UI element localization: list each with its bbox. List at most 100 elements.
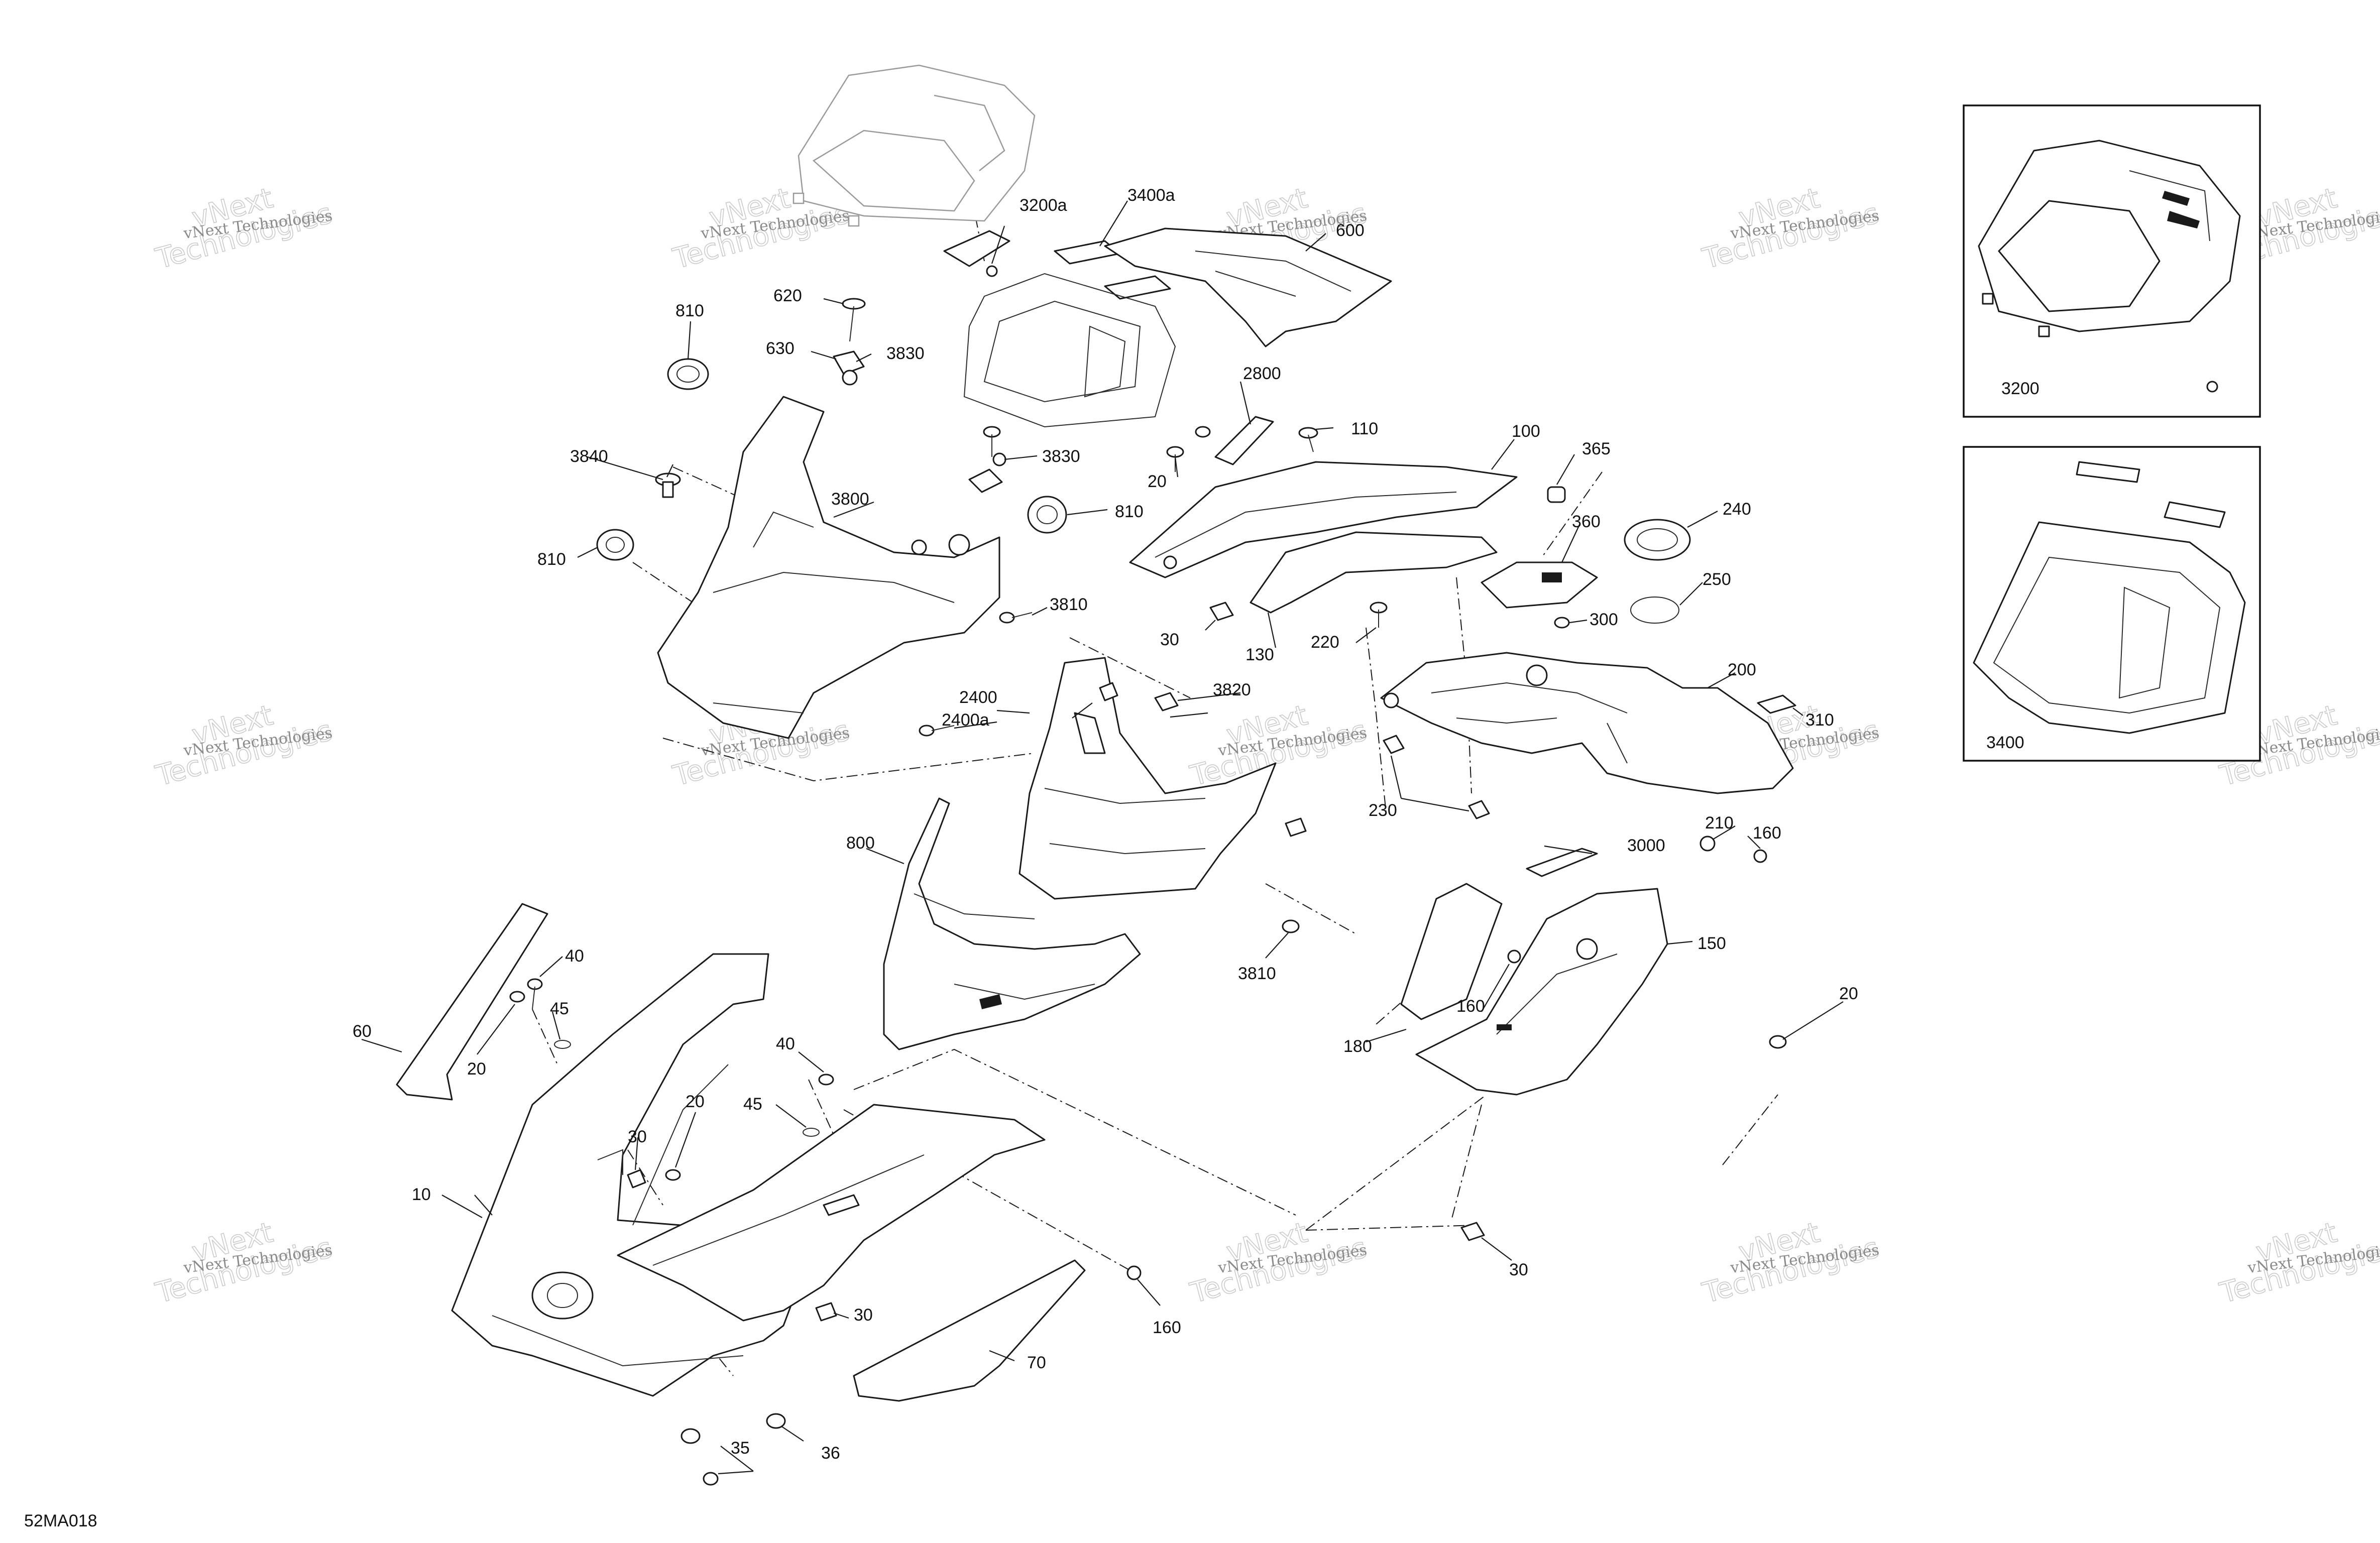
part-100-panel xyxy=(1129,461,1518,578)
callout-3800: 3800 xyxy=(831,490,869,509)
part-10-nose xyxy=(451,953,800,1397)
part-70-strip xyxy=(853,1259,1086,1402)
part-130-strip xyxy=(1250,531,1498,614)
callout-810: 810 xyxy=(675,301,704,320)
part-810-grommet-mid xyxy=(1027,496,1067,534)
part-210-nut xyxy=(1699,836,1716,852)
inset-3400: 3400 xyxy=(1963,446,2261,762)
part-160-nut-lower xyxy=(1126,1265,1142,1280)
part-2400a-bolt xyxy=(919,725,955,737)
part-40-screw-center xyxy=(818,1074,834,1086)
callout-150: 150 xyxy=(1697,934,1726,953)
callout-20: 20 xyxy=(686,1092,705,1111)
callout-2800: 2800 xyxy=(1243,364,1281,383)
part-360-plate xyxy=(1481,561,1598,609)
callout-3830: 3830 xyxy=(886,344,925,363)
callout-160: 160 xyxy=(1753,823,1781,843)
callout-220: 220 xyxy=(1311,633,1339,652)
part-20-bolt-center xyxy=(665,1169,681,1181)
callout-110: 110 xyxy=(1351,419,1378,438)
callout-630: 630 xyxy=(766,339,795,358)
callout-30: 30 xyxy=(628,1127,647,1146)
part-20-bolt-left xyxy=(509,991,525,1003)
callout-layer: 10 20 20 20 20 30 30 30 30 35 36 40 40 4… xyxy=(353,186,1858,1463)
part-35-nut xyxy=(681,1428,719,1486)
figure-code: 52MA018 xyxy=(24,1511,97,1530)
callout-20: 20 xyxy=(467,1059,486,1079)
part-30-clip-upper xyxy=(1209,602,1234,621)
part-30-clip-lower-right xyxy=(1460,1222,1485,1241)
part-180-guard xyxy=(1400,883,1503,1020)
part-200-frame xyxy=(1380,652,1794,794)
inset-3200: 3200 xyxy=(1963,104,2261,418)
part-20-bolt-right xyxy=(1769,1035,1787,1049)
callout-240: 240 xyxy=(1723,500,1751,519)
part-3820-clip xyxy=(1099,682,1179,711)
callout-35: 35 xyxy=(731,1439,750,1458)
part-250-oring xyxy=(1630,597,1679,624)
part-230-clip xyxy=(1383,735,1490,819)
part-3200a-clip xyxy=(943,230,1010,277)
callout-30: 30 xyxy=(1509,1260,1528,1279)
part-310-pad xyxy=(1757,694,1796,714)
part-160-nut-right xyxy=(1753,849,1767,863)
callout-200: 200 xyxy=(1728,660,1756,679)
callout-3810: 3810 xyxy=(1238,964,1276,983)
part-630-nut xyxy=(833,350,865,386)
callout-160: 160 xyxy=(1456,997,1485,1016)
callout-360: 360 xyxy=(1572,512,1601,531)
callout-30: 30 xyxy=(854,1305,873,1325)
part-110-bolt xyxy=(1298,427,1318,452)
callout-30: 30 xyxy=(1160,630,1179,649)
part-3400a-bin xyxy=(963,273,1176,428)
callout-3000: 3000 xyxy=(1627,836,1665,855)
callout-3820: 3820 xyxy=(1213,680,1251,699)
leader-lines xyxy=(361,200,2017,1475)
part-3810-bolt-upper xyxy=(999,612,1033,624)
part-40-screw-left xyxy=(527,978,543,1010)
part-45-washer-center xyxy=(803,1128,820,1137)
part-clip-right xyxy=(1285,817,1307,837)
part-600-cowl xyxy=(1104,227,1392,347)
part-3200a-cover xyxy=(792,64,1036,227)
part-2400-housing xyxy=(1018,657,1277,900)
part-3830-clip xyxy=(968,426,1006,493)
part-20-bolt-upper xyxy=(1166,426,1211,472)
callout-620: 620 xyxy=(773,286,802,305)
callout-3200a: 3200a xyxy=(1019,196,1067,215)
part-2800-panel xyxy=(1214,416,1274,465)
callout-310: 310 xyxy=(1805,710,1834,730)
callout-2400a: 2400a xyxy=(942,710,989,730)
part-lower-side-panel xyxy=(617,1104,1046,1322)
part-36-washer xyxy=(766,1413,786,1429)
callout-230: 230 xyxy=(1369,801,1397,820)
callout-2400: 2400 xyxy=(959,688,997,707)
part-3810-bolt-lower xyxy=(1282,919,1300,933)
callout-20: 20 xyxy=(1839,984,1858,1003)
callout-180: 180 xyxy=(1343,1037,1372,1056)
part-810-grommet-top xyxy=(667,358,709,390)
callout-800: 800 xyxy=(846,834,875,853)
part-160-nut-center xyxy=(1507,949,1521,964)
callout-60: 60 xyxy=(353,1022,372,1041)
part-30-clip-left xyxy=(627,1169,646,1189)
callout-45: 45 xyxy=(743,1095,762,1114)
callout-36: 36 xyxy=(821,1444,840,1463)
callout-300: 300 xyxy=(1590,610,1618,629)
part-3800-fascia xyxy=(657,396,1000,739)
part-810-grommet-left xyxy=(596,529,634,561)
callout-20: 20 xyxy=(1148,472,1167,491)
callout-810: 810 xyxy=(537,550,566,569)
part-60-bar xyxy=(396,903,548,1101)
callout-130: 130 xyxy=(1245,645,1274,664)
callout-70: 70 xyxy=(1027,1353,1046,1372)
callout-3830: 3830 xyxy=(1042,447,1080,466)
part-620-bolt xyxy=(842,298,866,342)
callout-160: 160 xyxy=(1153,1318,1181,1337)
part-240-ring xyxy=(1624,519,1691,561)
inset-label-3400: 3400 xyxy=(1986,733,2024,752)
callout-40: 40 xyxy=(776,1034,795,1053)
part-3840-pin xyxy=(655,472,681,498)
part-30-clip-center xyxy=(815,1302,837,1322)
